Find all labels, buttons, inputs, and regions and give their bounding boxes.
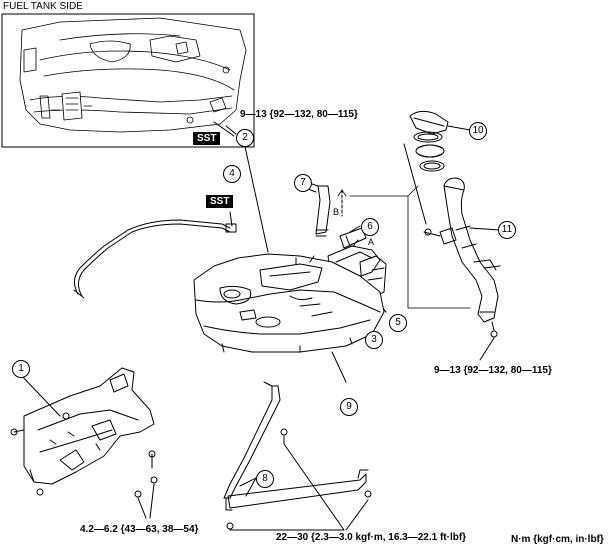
filler-cap-10 xyxy=(409,110,449,172)
units-note: N·m {kgf·cm, in·lbf} xyxy=(511,534,604,545)
callout-9: 9 xyxy=(340,398,358,416)
inset-title: FUEL TANK SIDE xyxy=(3,1,83,12)
callout-11: 11 xyxy=(498,221,516,239)
sst-badge: SST xyxy=(206,195,234,208)
callout-1: 1 xyxy=(12,360,30,378)
torque-straps: 22—30 {2.3—3.0 kgf·m, 16.3—22.1 ft·lbf} xyxy=(276,532,467,543)
callout-6: 6 xyxy=(361,218,379,236)
callout-7: 7 xyxy=(294,174,312,192)
arrow-label-b: B xyxy=(333,207,340,217)
hose-7 xyxy=(311,183,331,237)
torque-filler-lower: 9—13 {92—132, 80—115} xyxy=(434,365,552,376)
hose-6 xyxy=(339,227,367,249)
callout-4: 4 xyxy=(223,165,241,183)
torque-cover: 4.2—6.2 {43—63, 38—54} xyxy=(80,524,199,535)
torque-filler-upper: 9—13 {92—132, 80—115} xyxy=(240,109,358,120)
callout-10: 10 xyxy=(469,122,487,140)
callout-8: 8 xyxy=(256,470,274,488)
inset-sst-badge: SST xyxy=(193,132,221,145)
callout-5: 5 xyxy=(389,314,407,332)
callout-3: 3 xyxy=(365,331,383,349)
under-cover-1 xyxy=(10,367,156,496)
arrow-label-a: A xyxy=(368,237,375,247)
callout-2: 2 xyxy=(236,129,254,147)
inset-tank-drawing xyxy=(19,17,247,133)
fuel-line-4 xyxy=(73,219,237,299)
fuel-tank-9 xyxy=(193,253,385,353)
filler-neck-11 xyxy=(423,177,501,323)
tank-straps-8 xyxy=(223,381,369,511)
inset-frame xyxy=(1,13,255,148)
